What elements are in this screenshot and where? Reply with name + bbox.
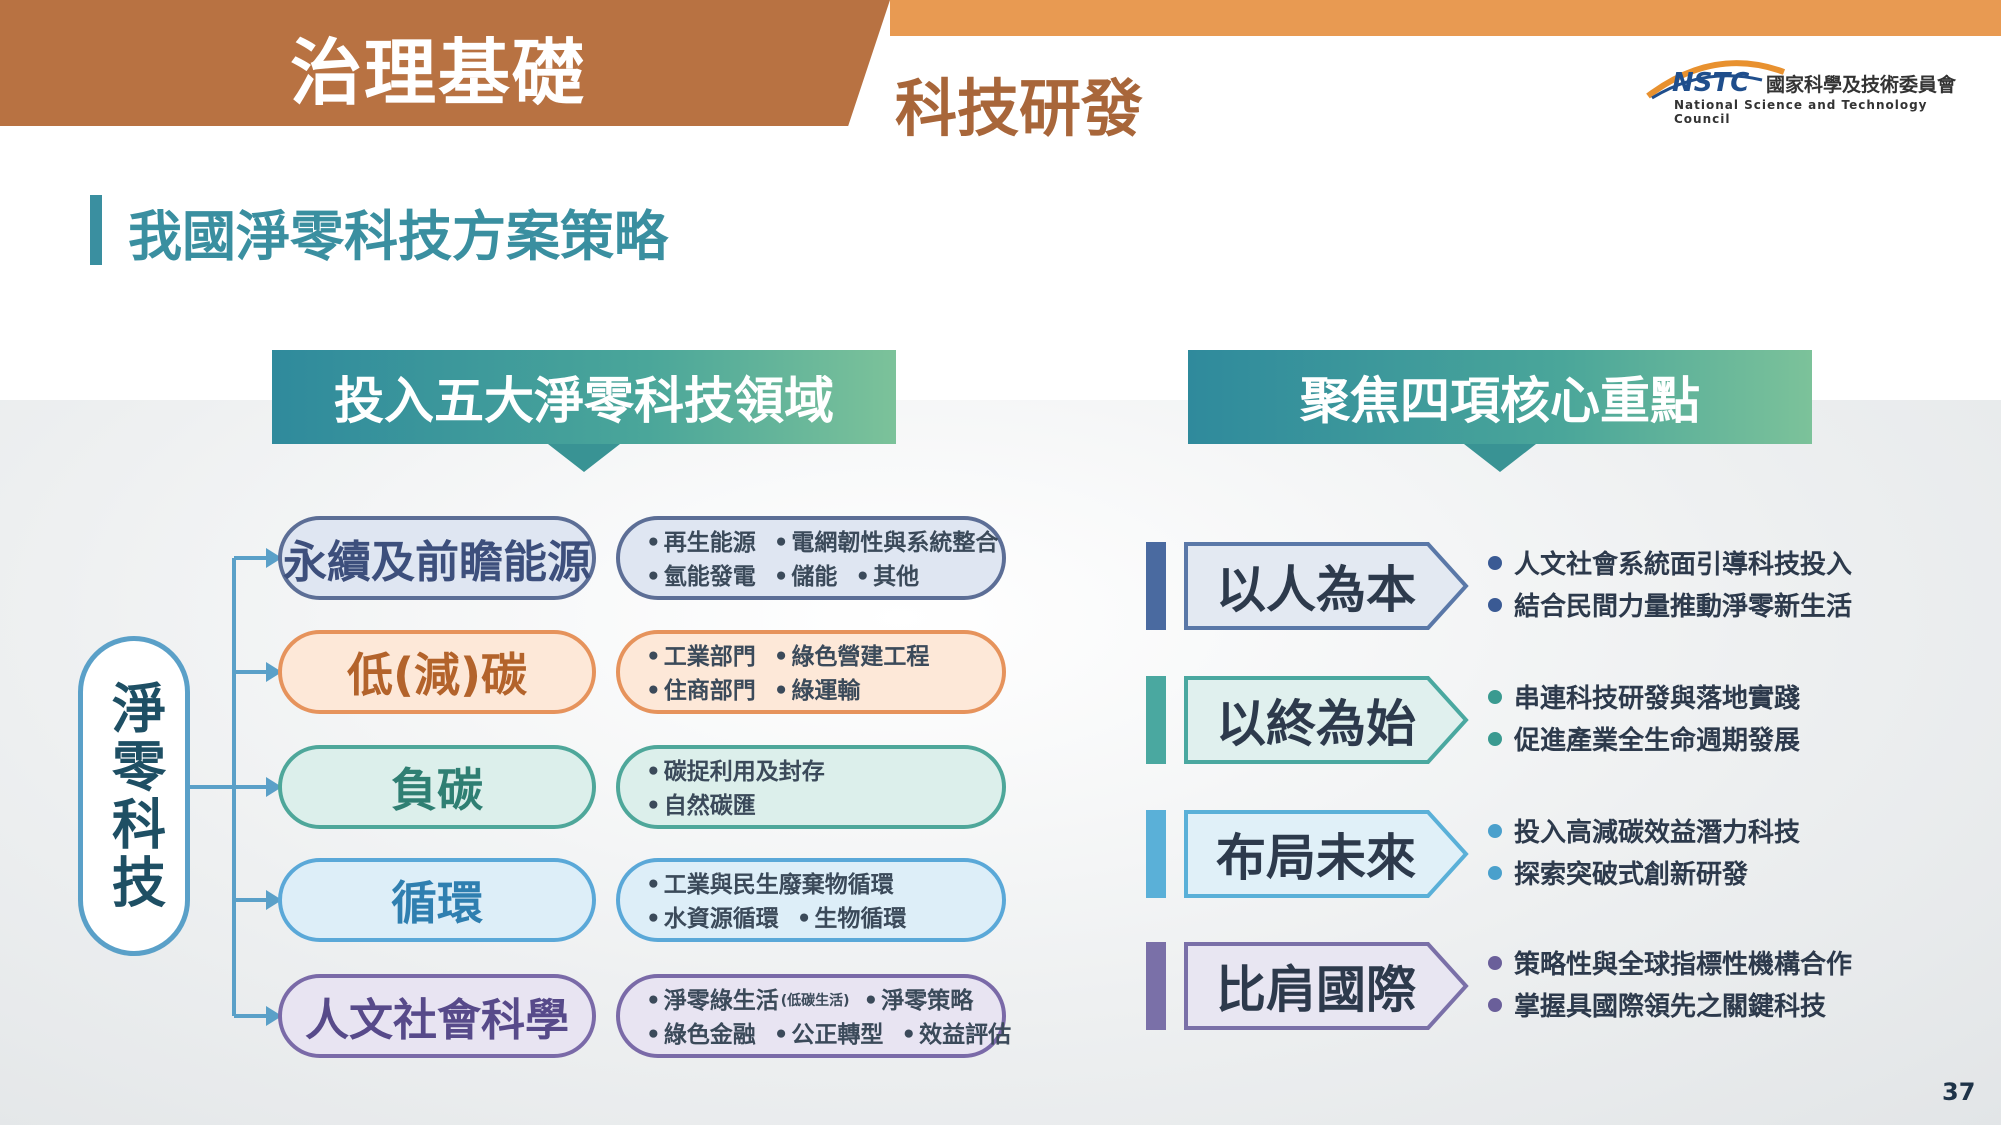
- domain-node-humanities: 人文社會科學: [278, 974, 596, 1058]
- focus-bar-people: [1146, 542, 1166, 630]
- domain-item: 淨零策略: [864, 984, 973, 1018]
- bullet-dot-icon: [1488, 731, 1502, 746]
- domain-items-circular: 工業與民生廢棄物循環 水資源循環生物循環: [616, 858, 1006, 942]
- focus-end-goal: 以終為始: [1184, 676, 1470, 764]
- header-title: 治理基礎: [290, 31, 587, 115]
- focus-label: 比肩國際: [1216, 961, 1416, 1019]
- focus-label: 以終為始: [1216, 695, 1416, 753]
- domain-item: 其他: [855, 560, 919, 594]
- focus-arrow-shape: [1184, 942, 1469, 1030]
- focus-bullet: 串連科技研發與落地實踐: [1488, 678, 1800, 715]
- right-heading: 聚焦四項核心重點: [1188, 350, 1812, 444]
- domain-node-low-carbon: 低(減)碳: [278, 630, 596, 714]
- domain-item: 公正轉型: [774, 1018, 883, 1052]
- domain-item: 效益評估: [901, 1018, 1011, 1052]
- left-heading: 投入五大淨零科技領域: [272, 350, 896, 444]
- domain-item: 綠運輸: [774, 674, 860, 708]
- logo-name-en: National Science and Technology Council: [1674, 98, 1928, 126]
- focus-bullet: 探索突破式創新研發: [1488, 854, 1748, 891]
- domain-items-low-carbon: 工業部門綠色營建工程 住商部門綠運輸: [616, 630, 1006, 714]
- header-subtitle: 科技研發: [895, 72, 1144, 145]
- focus-bullet-text: 投入高減碳效益潛力科技: [1514, 818, 1801, 848]
- logo-name-cn: 國家科學及技術委員會: [1766, 74, 1957, 96]
- page-number: 37: [1942, 1078, 1976, 1106]
- left-heading-pointer: [548, 444, 620, 472]
- domain-item: 生物循環: [797, 902, 906, 936]
- focus-bar-international: [1146, 942, 1166, 1030]
- focus-arrow-shape: [1184, 542, 1469, 630]
- bullet-dot-icon: [1488, 865, 1502, 880]
- bullet-dot-icon: [1488, 823, 1502, 838]
- domain-item: 水資源循環: [646, 902, 779, 936]
- focus-bullet-text: 掌握具國際領先之關鍵科技: [1514, 992, 1827, 1022]
- domain-node-label: 負碳: [391, 763, 483, 817]
- focus-label: 以人為本: [1216, 561, 1416, 619]
- focus-bar-future: [1146, 810, 1166, 898]
- root-node-net-zero-tech: 淨零科技: [78, 636, 190, 956]
- bullet-dot-icon: [1488, 955, 1502, 970]
- root-node-label: 淨零科技: [102, 680, 166, 912]
- focus-bullet: 人文社會系統面引導科技投入: [1488, 544, 1852, 581]
- domain-item: 住商部門: [646, 674, 756, 708]
- domain-item: 再生能源: [646, 526, 756, 560]
- focus-bullet-text: 結合民間力量推動淨零新生活: [1514, 592, 1853, 622]
- domain-node-label: 人文社會科學: [305, 995, 569, 1046]
- branch-connectors: [190, 548, 282, 1026]
- domain-node-label: 循環: [391, 876, 483, 930]
- domain-items-energy: 再生能源電網韌性與系統整合 氫能發電儲能其他: [616, 516, 1006, 600]
- domain-item: 碳捉利用及封存: [646, 755, 825, 789]
- bullet-dot-icon: [1488, 997, 1502, 1012]
- section-title-bar: [90, 195, 102, 265]
- domain-items-negative-carbon: 碳捉利用及封存 自然碳匯: [616, 745, 1006, 829]
- focus-bar-end-goal: [1146, 676, 1166, 764]
- focus-bullet: 掌握具國際領先之關鍵科技: [1488, 986, 1826, 1023]
- focus-bullet: 促進產業全生命週期發展: [1488, 720, 1800, 757]
- bullet-dot-icon: [1488, 597, 1502, 612]
- domain-item: 淨零綠生活: [646, 984, 779, 1018]
- domain-item: 工業部門: [646, 640, 756, 674]
- focus-bullet: 策略性與全球指標性機構合作: [1488, 944, 1852, 981]
- focus-bullet-text: 促進產業全生命週期發展: [1514, 726, 1801, 756]
- domain-item: 綠色營建工程: [774, 640, 929, 674]
- header-right-band: [890, 0, 2001, 36]
- domain-item: 綠色金融: [646, 1018, 756, 1052]
- domain-node-negative-carbon: 負碳: [278, 745, 596, 829]
- domain-node-circular: 循環: [278, 858, 596, 942]
- focus-bullet-text: 策略性與全球指標性機構合作: [1514, 950, 1853, 980]
- focus-bullet-text: 探索突破式創新研發: [1514, 860, 1749, 890]
- domain-item: 工業與民生廢棄物循環: [646, 868, 894, 902]
- focus-label: 布局未來: [1216, 829, 1416, 887]
- domain-node-energy: 永續及前瞻能源: [278, 516, 596, 600]
- nstc-logo: NSTC 國家科學及技術委員會 National Science and Tec…: [1644, 52, 1974, 126]
- domain-item-note: (低碳生活): [780, 993, 850, 1009]
- header-left-band: [0, 0, 890, 126]
- logo-abbr: NSTC: [1672, 68, 1750, 98]
- domain-item: 氫能發電: [646, 560, 756, 594]
- focus-bullet-text: 串連科技研發與落地實踐: [1514, 684, 1801, 714]
- focus-people: 以人為本: [1184, 542, 1470, 630]
- section-title: 我國淨零科技方案策略: [128, 205, 668, 268]
- focus-international: 比肩國際: [1184, 942, 1470, 1030]
- domain-item: 儲能: [774, 560, 837, 594]
- right-heading-pointer: [1464, 444, 1536, 472]
- domain-item: 自然碳匯: [646, 789, 756, 823]
- domain-items-humanities: 淨零綠生活(低碳生活) 淨零策略 綠色金融公正轉型效益評估: [616, 974, 1011, 1058]
- focus-arrow-shape: [1184, 676, 1469, 764]
- focus-bullet: 投入高減碳效益潛力科技: [1488, 812, 1800, 849]
- focus-future: 布局未來: [1184, 810, 1470, 898]
- bullet-dot-icon: [1488, 689, 1502, 704]
- domain-node-label: 永續及前瞻能源: [283, 537, 591, 588]
- focus-bullet-text: 人文社會系統面引導科技投入: [1514, 550, 1853, 580]
- logo-arc-icon: [1646, 60, 1786, 100]
- bullet-dot-icon: [1488, 555, 1502, 570]
- focus-arrow-shape: [1184, 810, 1469, 898]
- focus-bullet: 結合民間力量推動淨零新生活: [1488, 586, 1852, 623]
- domain-item: 電網韌性與系統整合: [774, 526, 998, 560]
- domain-node-label: 低(減)碳: [346, 648, 528, 702]
